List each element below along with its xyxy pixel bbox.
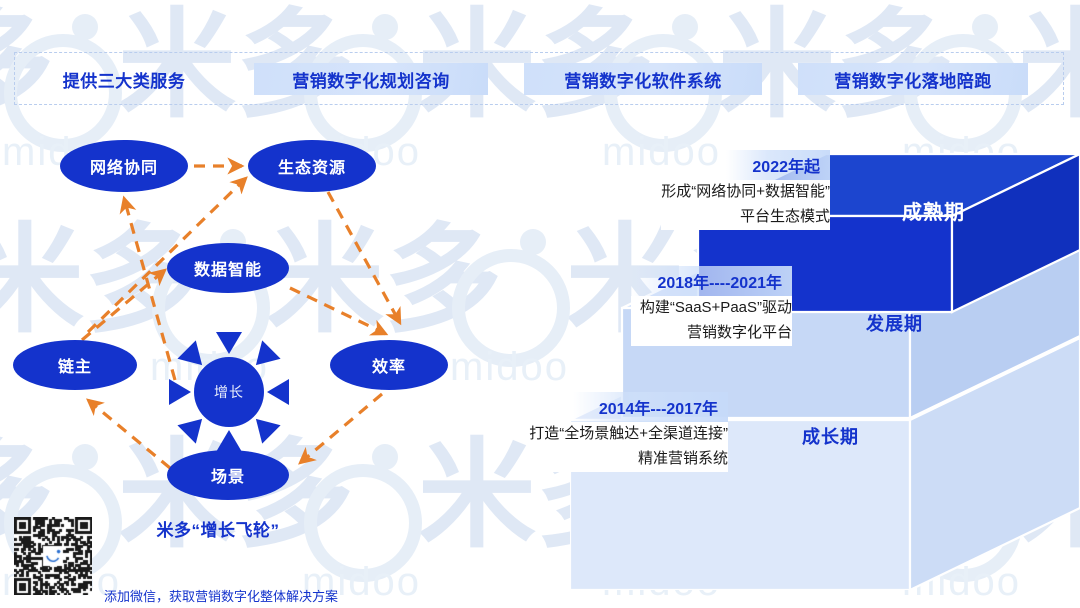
header-item-2[interactable]: 营销数字化软件系统	[524, 63, 762, 95]
flywheel-node-lz[interactable]: 链主	[13, 340, 137, 390]
period-line: 营销数字化平台	[631, 320, 792, 346]
qr-caption: 添加微信，获取营销数字化整体解决方案	[104, 589, 339, 604]
arrow-cj-to-lz	[86, 398, 172, 470]
stage-label-growth: 成长期	[802, 427, 859, 447]
flywheel-node-wlxt[interactable]: 网络协同	[60, 140, 188, 192]
period-line: 精准营销系统	[529, 446, 728, 472]
flywheel-node-lz-label: 链主	[57, 359, 92, 376]
flywheel-node-sjzn-label: 数据智能	[193, 262, 262, 279]
growth-core-label: 增长	[214, 384, 244, 400]
period-line: 平台生态模式	[661, 204, 830, 230]
sun-rays	[169, 332, 289, 452]
period-block-develop: 2018年----2021年 构建“SaaS+PaaS”驱动 营销数字化平台	[631, 266, 792, 346]
flywheel-node-cj-label: 场景	[210, 469, 245, 486]
flywheel-node-xl[interactable]: 效率	[330, 340, 448, 390]
stage-label-mature: 成熟期	[902, 202, 965, 224]
header-item-2-label: 营销数字化软件系统	[564, 71, 722, 91]
header-item-3-label: 营销数字化落地陪跑	[834, 71, 992, 91]
arrow-sjzn-to-xl	[289, 286, 389, 336]
period-block-mature: 2022年起 形成“网络协同+数据智能” 平台生态模式	[661, 150, 830, 230]
arrow-jzzy-to-xl	[326, 191, 402, 326]
header-dashed-frame	[14, 52, 1064, 105]
period-year-develop: 2018年----2021年	[631, 266, 792, 296]
flywheel-arrow-layer	[80, 157, 402, 470]
flywheel-node-jzzy-label: 生态资源	[277, 160, 346, 177]
header-item-0[interactable]: 提供三大类服务	[34, 63, 214, 95]
arrow-sjzn-to-wlxt	[119, 195, 177, 381]
flywheel-node-sjzn[interactable]: 数据智能	[167, 243, 289, 293]
flywheel-node-cj[interactable]: 场景	[167, 450, 289, 500]
growth-sun-icon: 增长	[168, 331, 290, 453]
period-block-growth: 2014年---2017年 打造“全场景触达+全渠道连接” 精准营销系统	[529, 392, 728, 472]
period-line: 构建“SaaS+PaaS”驱动	[631, 296, 792, 321]
arrow-xl-to-cj	[298, 392, 384, 465]
header-item-3[interactable]: 营销数字化落地陪跑	[798, 63, 1028, 95]
header-item-0-label: 提供三大类服务	[62, 71, 186, 91]
growth-flywheel-diagram: 网络协同 生态资源 数据智能 链主 效率 场景 增长	[0, 118, 470, 548]
stage-label-develop: 发展期	[866, 314, 923, 334]
flywheel-node-xl-label: 效率	[371, 359, 406, 376]
header-item-1-label: 营销数字化规划咨询	[292, 71, 450, 91]
period-year-growth: 2014年---2017年	[572, 392, 728, 422]
flywheel-node-jzzy[interactable]: 生态资源	[248, 140, 376, 192]
period-line: 形成“网络协同+数据智能”	[661, 180, 830, 205]
wechat-qr-code[interactable]	[14, 517, 92, 595]
flywheel-node-wlxt-label: 网络协同	[89, 160, 158, 177]
flywheel-caption: 米多“增长飞轮”	[156, 521, 280, 540]
header-item-1[interactable]: 营销数字化规划咨询	[254, 63, 488, 95]
period-year-mature: 2022年起	[726, 150, 830, 180]
growth-core-circle: 增长	[194, 357, 264, 427]
period-line: 打造“全场景触达+全渠道连接”	[529, 422, 728, 447]
